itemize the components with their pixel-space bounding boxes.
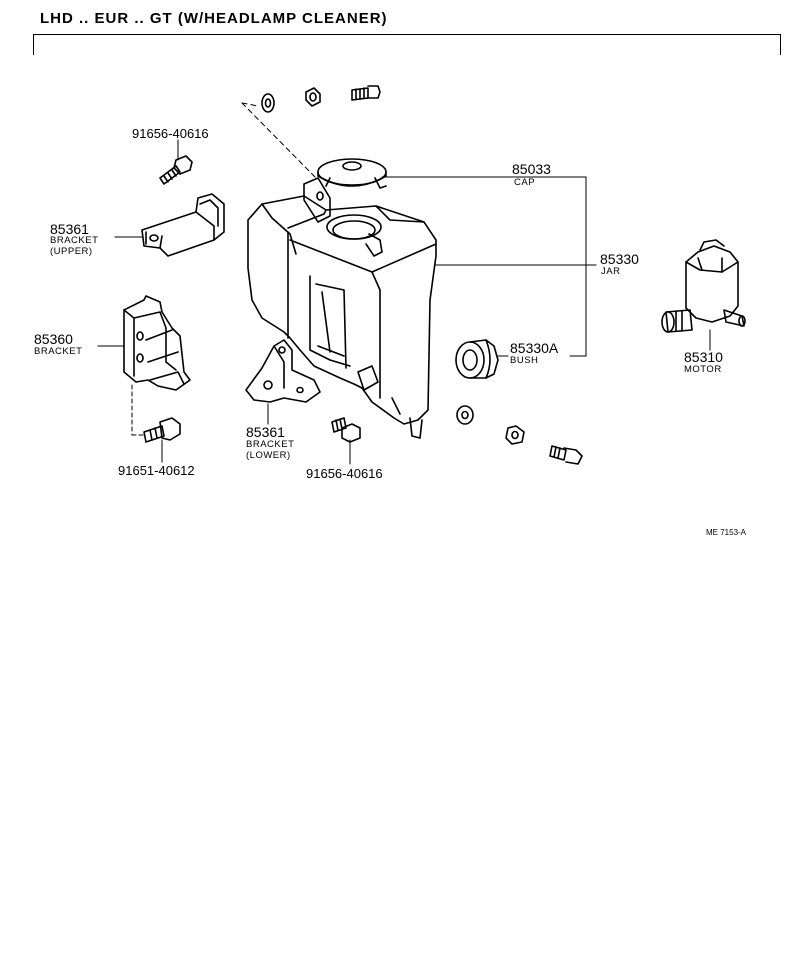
jar-icon <box>247 177 437 439</box>
bracket-upper-icon <box>141 193 225 257</box>
nut-top-icon <box>305 87 321 107</box>
bracket-lower-qualifier: (LOWER) <box>246 450 291 461</box>
bracket-upper-part-number: 85361 <box>50 221 89 237</box>
diagram-reference: ME 7153-A <box>706 528 747 537</box>
bolt-lower-part-number: 91656-40616 <box>306 466 383 481</box>
jar-part-number: 85330 <box>600 251 639 267</box>
bracket-lower-part-number: 85361 <box>246 424 285 440</box>
bolt-upper-icon <box>159 155 193 185</box>
diagram-title: LHD .. EUR .. GT (W/HEADLAMP CLEANER) <box>40 10 388 27</box>
motor-part-number: 85310 <box>684 349 723 365</box>
bracket-lower-part-name: BRACKET <box>246 439 295 450</box>
motor-icon <box>661 239 746 333</box>
cap-part-name: CAP <box>514 177 536 188</box>
washer-right-icon <box>456 405 474 425</box>
bolt-right-icon <box>549 445 583 465</box>
bracket-icon <box>123 295 191 391</box>
motor-part-name: MOTOR <box>684 364 722 375</box>
bracket-lower-icon <box>245 339 321 403</box>
jar-part-name: JAR <box>601 266 621 277</box>
bracket-part-number: 85360 <box>34 331 73 347</box>
cap-icon <box>317 158 387 189</box>
bracket-upper-qualifier: (UPPER) <box>50 246 93 257</box>
nut-right-icon <box>505 425 525 445</box>
bracket-part-name: BRACKET <box>34 346 83 357</box>
bolt-upper-part-number: 91656-40616 <box>132 126 209 141</box>
title-frame <box>33 34 781 55</box>
cap-part-number: 85033 <box>512 161 551 177</box>
bracket-upper-part-name: BRACKET <box>50 235 99 246</box>
bush-part-number: 85330A <box>510 340 559 356</box>
bolt-lower-icon <box>331 417 361 443</box>
bolt-left-part-number: 91651-40612 <box>118 463 195 478</box>
bush-part-name: BUSH <box>510 355 539 366</box>
bush-icon <box>455 339 499 379</box>
leader-lines <box>97 102 711 465</box>
bolt-left-icon <box>143 417 181 443</box>
washer-top-icon <box>261 93 275 113</box>
bolt-top-icon <box>351 85 381 101</box>
